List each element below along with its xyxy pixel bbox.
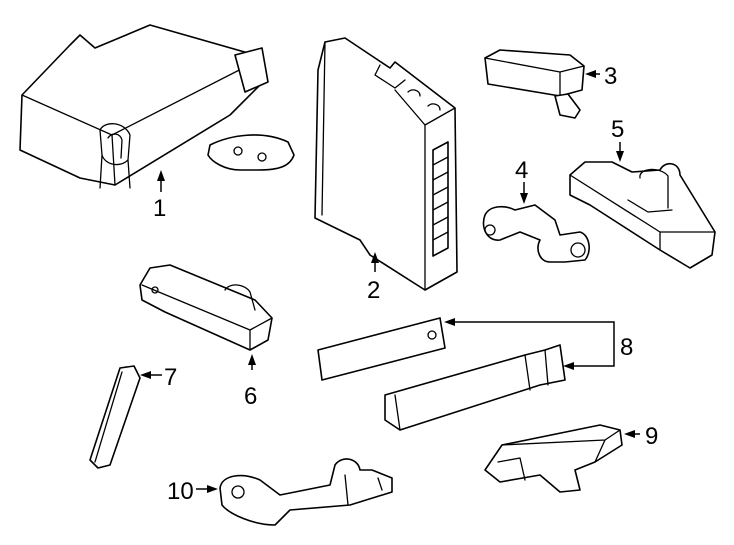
part-4-bracket-sensor	[482, 204, 590, 263]
part-2-upright-module	[314, 37, 458, 291]
callout-label-10: 10	[167, 478, 194, 505]
callout-3: 3	[585, 63, 617, 90]
callout-label-7: 7	[164, 364, 177, 391]
part-9-clip-sensor	[484, 424, 623, 493]
callout-label-8: 8	[620, 334, 633, 361]
arrowhead-7	[140, 371, 151, 379]
arrowhead-2	[371, 252, 379, 263]
part-6-antenna-module	[139, 264, 273, 351]
arrowhead-8a	[444, 318, 455, 326]
callout-5: 5	[611, 116, 624, 162]
arrowhead-4	[520, 193, 528, 204]
callout-1: 1	[153, 170, 166, 222]
callout-2: 2	[367, 252, 380, 304]
callout-8: 8	[444, 318, 633, 370]
callout-9: 9	[624, 423, 658, 450]
arrowhead-9	[624, 430, 635, 438]
callout-label-1: 1	[153, 195, 166, 222]
part-10-harness-bracket	[219, 458, 393, 526]
callout-6: 6	[244, 354, 257, 410]
callout-label-3: 3	[604, 63, 617, 90]
arrowhead-3	[585, 70, 596, 78]
callout-7: 7	[140, 364, 177, 391]
part-1-control-module	[19, 24, 295, 189]
callout-label-5: 5	[611, 116, 624, 143]
callout-10: 10	[167, 478, 218, 505]
callout-label-2: 2	[367, 277, 380, 304]
callout-label-4: 4	[515, 157, 528, 184]
arrowhead-1	[157, 170, 165, 181]
arrowhead-5	[616, 151, 624, 162]
arrowhead-8b	[563, 362, 574, 370]
part-7-rod	[89, 365, 141, 469]
part-5-long-sensor	[569, 161, 716, 269]
arrowhead-6	[248, 354, 256, 365]
part-8-key-card-and-fob	[317, 317, 566, 431]
arrowhead-10	[207, 485, 218, 493]
part-3-small-sensor	[484, 49, 585, 119]
leader-line-8	[448, 321, 615, 367]
callout-label-9: 9	[645, 423, 658, 450]
callout-4: 4	[515, 157, 528, 204]
callout-label-6: 6	[244, 383, 257, 410]
